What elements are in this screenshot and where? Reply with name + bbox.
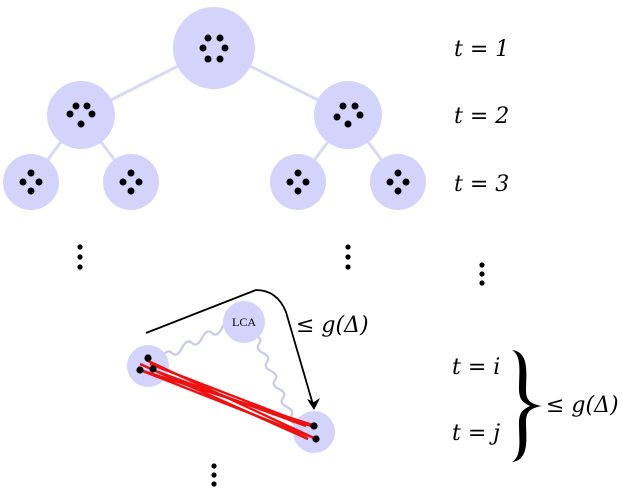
- node-dots: [19, 169, 43, 195]
- node-dots: [119, 169, 143, 195]
- node-dots: [66, 102, 96, 128]
- bound-label-path: ≤ g(Δ): [296, 313, 369, 338]
- wavy-path: [161, 318, 231, 359]
- label-tj: t = j: [452, 421, 500, 446]
- vertical-ellipsis-icon: [211, 463, 217, 487]
- node-dots: [286, 169, 310, 195]
- lca-label: LCA: [232, 315, 256, 329]
- label-t3: t = 3: [454, 172, 509, 197]
- arrow-head: [307, 398, 320, 410]
- lca-node: LCA: [223, 301, 265, 343]
- node-dots: [386, 169, 410, 195]
- bound-label-brace: ≤ g(Δ): [546, 393, 619, 418]
- tree-node-level2-right: [314, 81, 382, 149]
- path-arrow: [145, 289, 320, 410]
- label-ti: t = i: [452, 355, 500, 380]
- label-t2: t = 2: [454, 104, 509, 129]
- vertical-ellipsis-icon: [77, 244, 83, 270]
- node-t-i: [127, 345, 169, 387]
- node-dots: [199, 34, 229, 63]
- tree-node-level2-left: [47, 81, 115, 149]
- vertical-ellipsis-icon: [479, 262, 485, 286]
- label-t1: t = 1: [454, 37, 509, 62]
- red-lines: [139, 358, 317, 441]
- tree-node-root: [173, 7, 255, 89]
- tree-node-level3-2: [103, 154, 159, 210]
- node-dots: [333, 102, 364, 128]
- node-dots: [136, 354, 320, 443]
- vertical-ellipsis-icon: [345, 244, 351, 270]
- right-curly-brace-icon: [512, 350, 542, 462]
- tree-node-level3-1: [3, 154, 59, 210]
- tree-node-level3-4: [370, 154, 426, 210]
- wavy-path: [254, 334, 298, 427]
- tree-node-level3-3: [270, 154, 326, 210]
